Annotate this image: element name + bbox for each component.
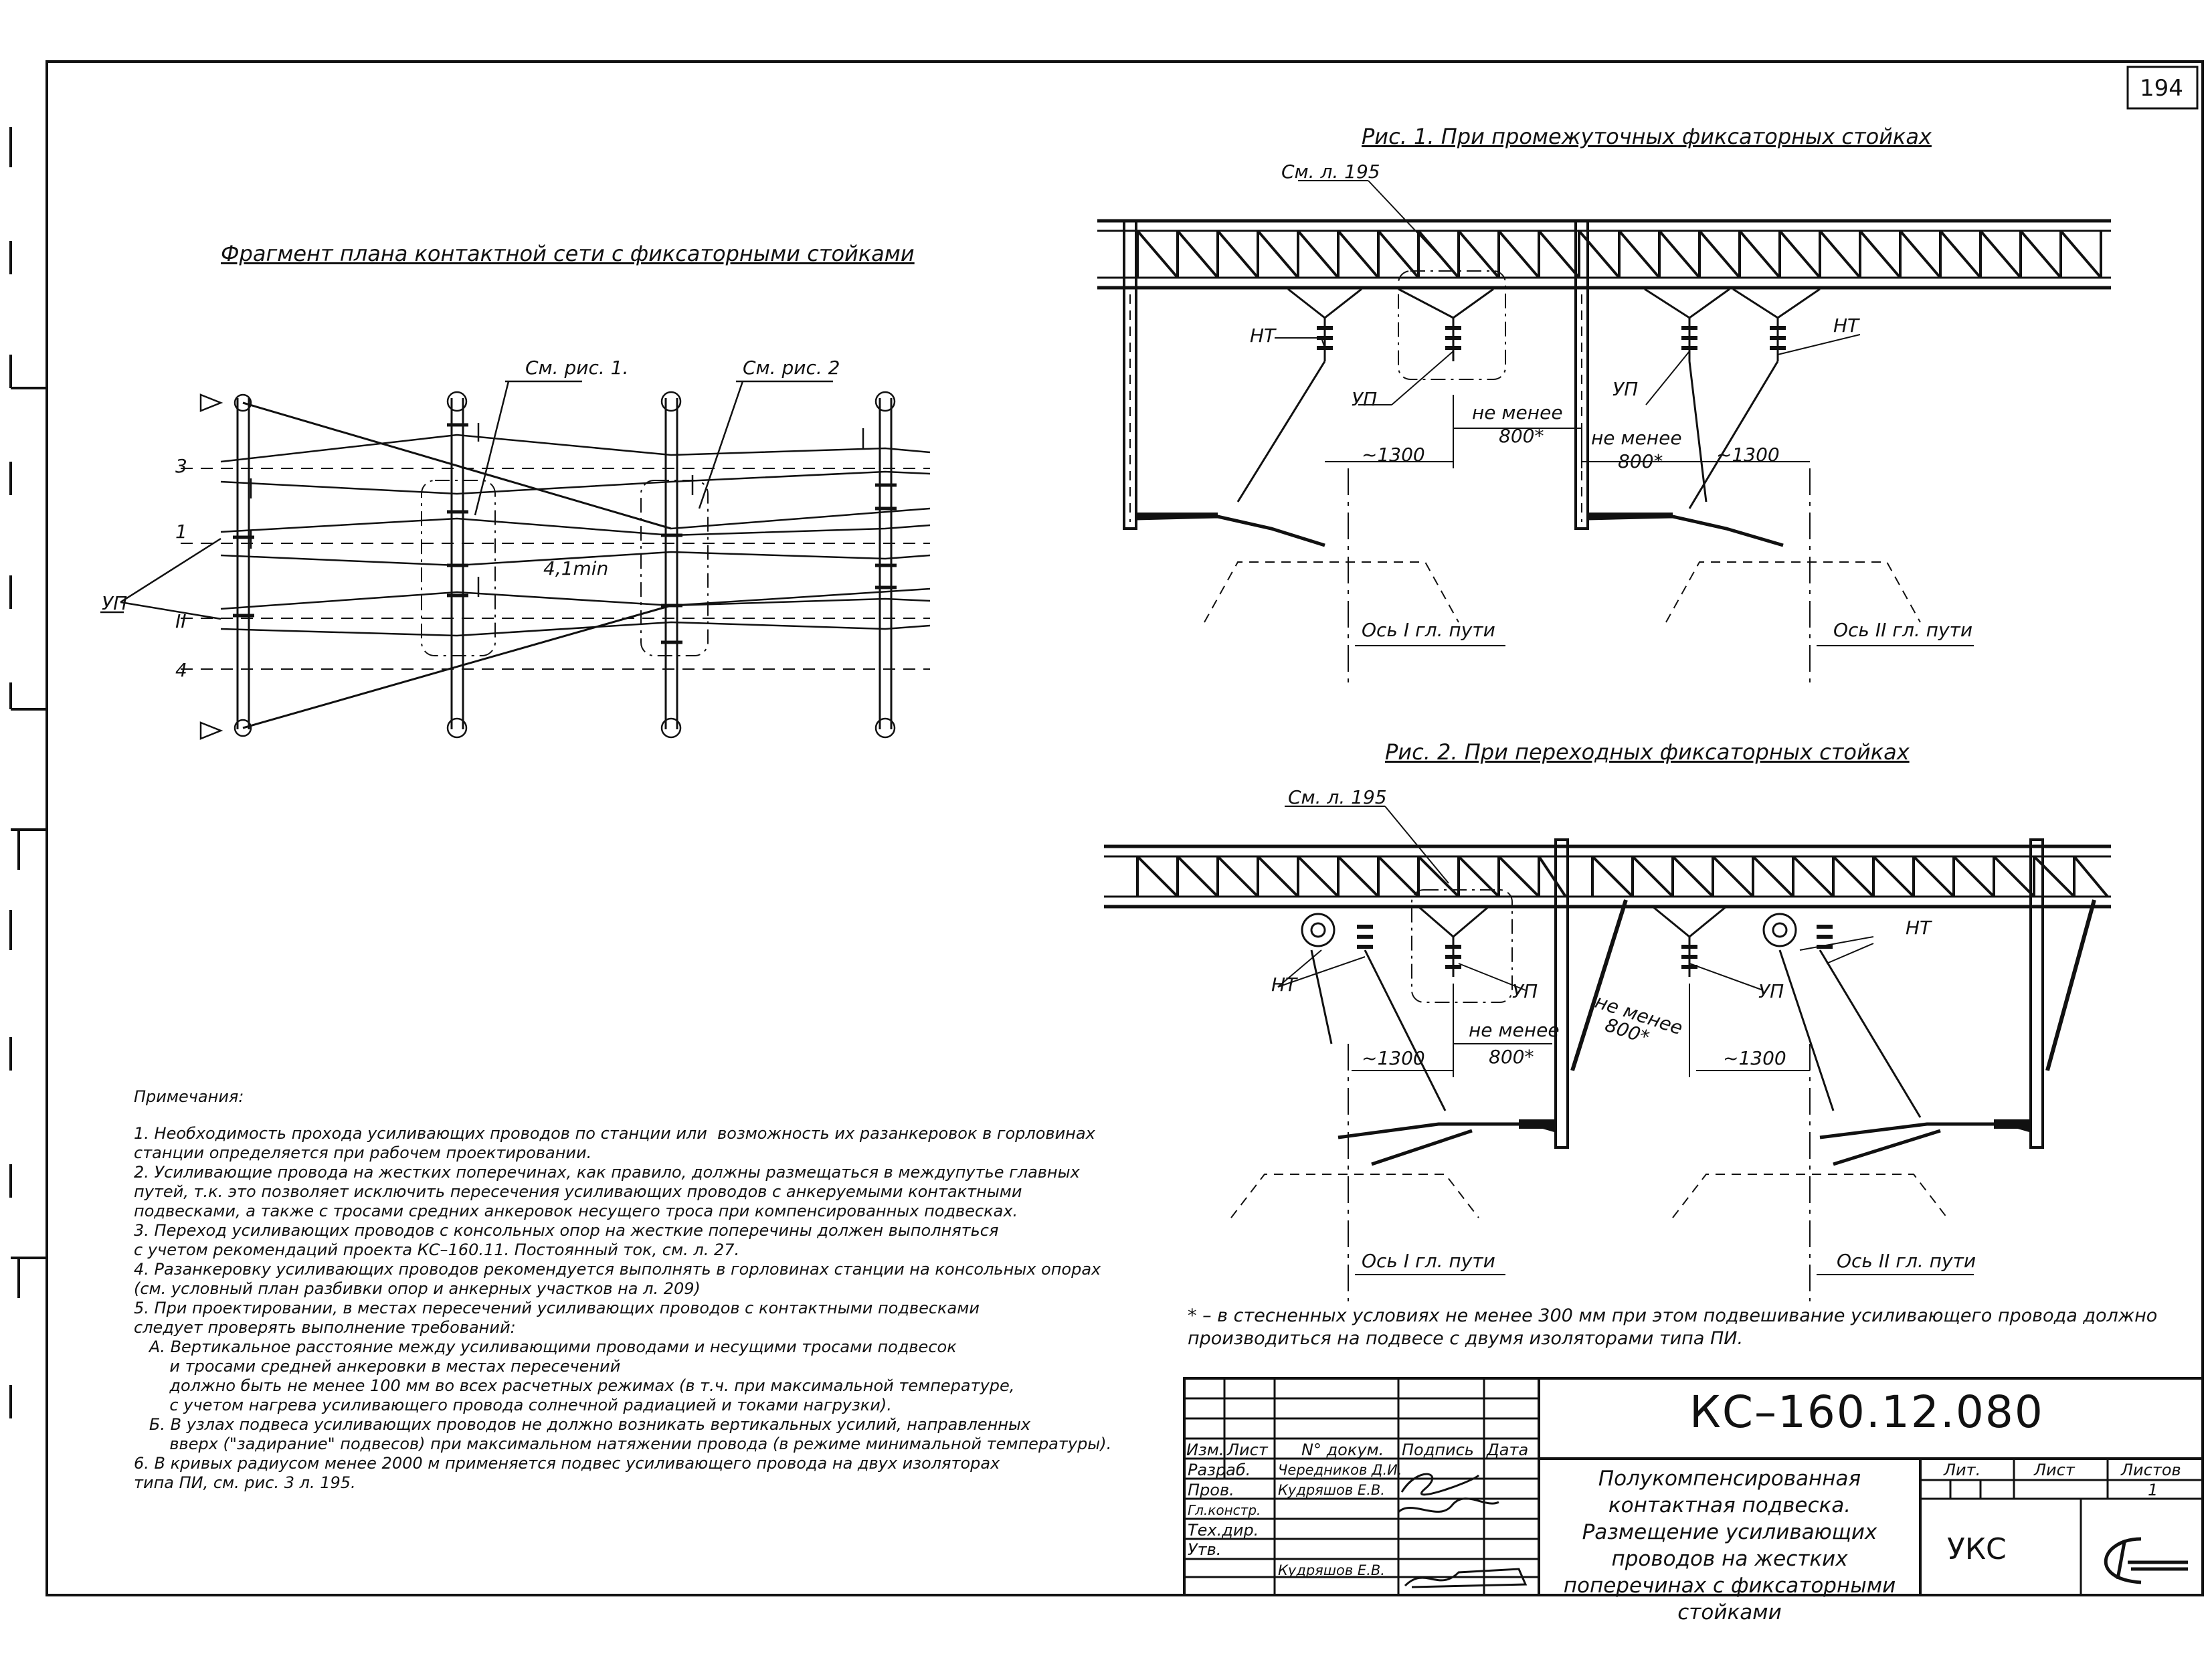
fig2-nt-right: НТ [1906,917,1932,939]
lit-label: Лит. [1944,1461,1981,1479]
plan-row-3: 3 [175,455,187,477]
name-prov: Кудряшов Е.В. [1278,1482,1385,1498]
org-name: УКС [1947,1532,2007,1566]
col-izm: Изм. [1186,1441,1224,1459]
name-razrab: Чередников Д.И. [1278,1462,1402,1478]
signature-razrab [1400,1473,1480,1496]
doc-code: КС–160.12.080 [1689,1386,2044,1438]
fig1-up-left: УП [1352,388,1378,410]
fig1-dim-min-2: не менее [1591,427,1682,449]
fig1-up-right: УП [1612,378,1639,400]
fig1-nt-right: НТ [1833,314,1859,337]
col-date: Дата [1487,1441,1529,1459]
role-razrab: Разраб. [1188,1461,1251,1479]
fig2-dim-1300-left: ~1300 [1362,1047,1425,1069]
plan-row-2: II [175,610,187,632]
fig1-axis-1: Ось I гл. пути [1362,619,1495,641]
sheets-count: 1 [2148,1481,2158,1499]
company-logo [2104,1537,2188,1584]
fig1-ref: См. л. 195 [1281,161,1380,183]
binding-marks [9,127,47,1418]
col-sign: Подпись [1402,1441,1474,1459]
notes-text: 1. Необходимость прохода усиливающих про… [134,1124,1112,1492]
role-prov: Пров. [1188,1481,1234,1499]
fig1-dim-800-1: 800* [1499,425,1544,447]
fig1-axis-2: Ось II гл. пути [1833,619,1973,641]
fig1-title: Рис. 1. При промежуточных фиксаторных ст… [1362,124,1932,149]
name-utv: Кудряшов Е.В. [1278,1562,1385,1578]
signature-prov [1397,1497,1499,1513]
fig1-dim-1300-right: ~1300 [1716,444,1780,466]
fig2-nt-left: НТ [1271,974,1297,996]
plan-up-label: УП [102,592,128,614]
plan-span-label: 4,1min [543,557,609,579]
role-tex-dir: Тех.дир. [1188,1521,1259,1540]
footnote: * – в стесненных условиях не менее 300 м… [1188,1305,2158,1349]
doc-description: Полукомпенсированная контактная подвеска… [1563,1467,1896,1625]
role-gl-konstr: Гл.констр. [1188,1502,1261,1518]
col-list: Лист [1227,1441,1268,1459]
fig2-dim-1300-right: ~1300 [1723,1047,1786,1069]
fig1-dim-1300-left: ~1300 [1362,444,1425,466]
fig1-drawing [1097,180,2111,689]
fig2-drawing [1104,806,2111,1301]
fig1-dim-min-1: не менее [1472,401,1563,424]
plan-title: Фрагмент плана контактной сети с фиксато… [221,241,915,266]
fig2-title: Рис. 2. При переходных фиксаторных стойк… [1385,739,1910,765]
plan-row-4: 4 [175,659,187,681]
plan-fragment [100,380,931,740]
fig2-axis-1: Ось I гл. пути [1362,1250,1495,1272]
fig1-nt-left: НТ [1250,325,1276,347]
page-number-box [2126,66,2199,110]
fig2-ref: См. л. 195 [1288,786,1387,808]
sheet-label: Лист [2034,1461,2075,1479]
fig2-up-right: УП [1758,980,1784,1002]
fig2-truss-bracing [1136,855,2109,898]
fig2-dim-min-1: не менее [1469,1019,1560,1041]
page-number: 194 [2140,75,2183,102]
plan-ref-fig1: См. рис. 1. [525,357,629,379]
title-block-grid [1183,1377,2204,1596]
fig2-up-left: УП [1512,980,1538,1002]
fig2-dim-800-1: 800* [1489,1046,1534,1068]
fig2-axis-2: Ось II гл. пути [1837,1250,1976,1272]
plan-ref-fig2: См. рис. 2 [743,357,840,379]
sheets-label: Листов [2121,1461,2181,1479]
fig1-dim-800-2: 800* [1618,450,1663,472]
role-utv: Утв. [1188,1540,1222,1559]
fig1-truss-bracing [1136,229,2102,279]
col-doc: N° докум. [1301,1441,1384,1459]
plan-row-1: 1 [175,521,187,543]
signature-utv [1404,1568,1528,1588]
notes-heading: Примечания: [134,1087,244,1106]
